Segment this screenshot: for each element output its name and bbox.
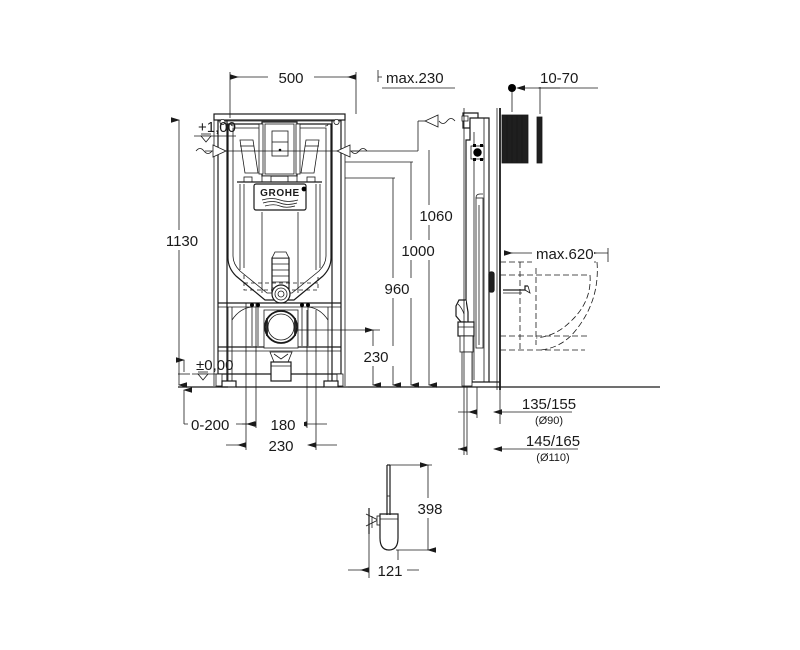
side-view-dimensions: 10-70 max.620 135/155 (Ø90) 145/165 (Ø11… (458, 68, 609, 464)
brush-holder-detail-group: 398 121 (348, 462, 450, 580)
waste-outlet (263, 309, 299, 382)
water-level-indicators (195, 144, 418, 158)
grohe-logo-text: GROHE (260, 188, 300, 199)
flush-connector (271, 284, 291, 304)
dim-waste-110-note: (Ø110) (536, 452, 569, 464)
dim-height-960: 960 (384, 281, 409, 298)
frame-feet (215, 307, 344, 388)
dim-brush-width-121: 121 (377, 563, 402, 580)
section-dimension-group: max.230 1060 1000 960 230 (298, 68, 464, 388)
dim-bowl-projection: max.620 (536, 246, 594, 263)
cistern-internal-tubes (239, 184, 321, 293)
brush-wall-bracket (365, 508, 382, 534)
dim-brush-height-398: 398 (417, 501, 442, 518)
dim-floor-adjust: 0-200 (191, 417, 229, 434)
dim-height-230: 230 (363, 349, 388, 366)
dim-group-230-bottom: 230 (226, 303, 337, 455)
flush-pipe (271, 251, 290, 293)
front-view-group: GROHE (178, 113, 348, 388)
side-view-group (417, 108, 660, 390)
dim-level-upper: +1,00 (198, 119, 236, 136)
level-mark-floor: ±0,00 (176, 357, 233, 381)
brush-handle (386, 464, 391, 515)
dim-outlet-230: 230 (268, 438, 293, 455)
dim-group-waste-110: 145/165 (Ø110) (458, 387, 580, 464)
dim-wall-offset-max: max.230 (386, 70, 444, 87)
level-mark-upper: +1,00 (194, 119, 236, 143)
cistern-internal-mechanism (237, 121, 322, 183)
dim-waste-90-note: (Ø90) (535, 415, 563, 427)
dim-height-1060: 1060 (419, 208, 452, 225)
grohe-logo-plate: GROHE (253, 183, 307, 211)
dim-outlet-180: 180 (270, 417, 295, 434)
flush-plate (501, 114, 543, 164)
dim-group-180: 180 (236, 303, 327, 434)
dim-waste-135-155: 135/155 (522, 396, 576, 413)
waste-stack-side (455, 271, 495, 387)
dim-waste-145-165: 145/165 (526, 433, 580, 450)
dim-level-floor: ±0,00 (196, 357, 233, 374)
dim-plate-depth: 10-70 (540, 70, 578, 87)
dim-group-waste-90: 135/155 (Ø90) (458, 387, 576, 427)
dim-group-0-200: 0-200 (183, 387, 255, 434)
dim-width-500: 500 (278, 70, 303, 87)
brush-container (379, 513, 399, 551)
dim-height-1130: 1130 (166, 233, 198, 250)
dim-height-1000: 1000 (401, 243, 434, 260)
front-view-dimensions: 500 1130 +1,00 ±0,00 (160, 68, 418, 455)
